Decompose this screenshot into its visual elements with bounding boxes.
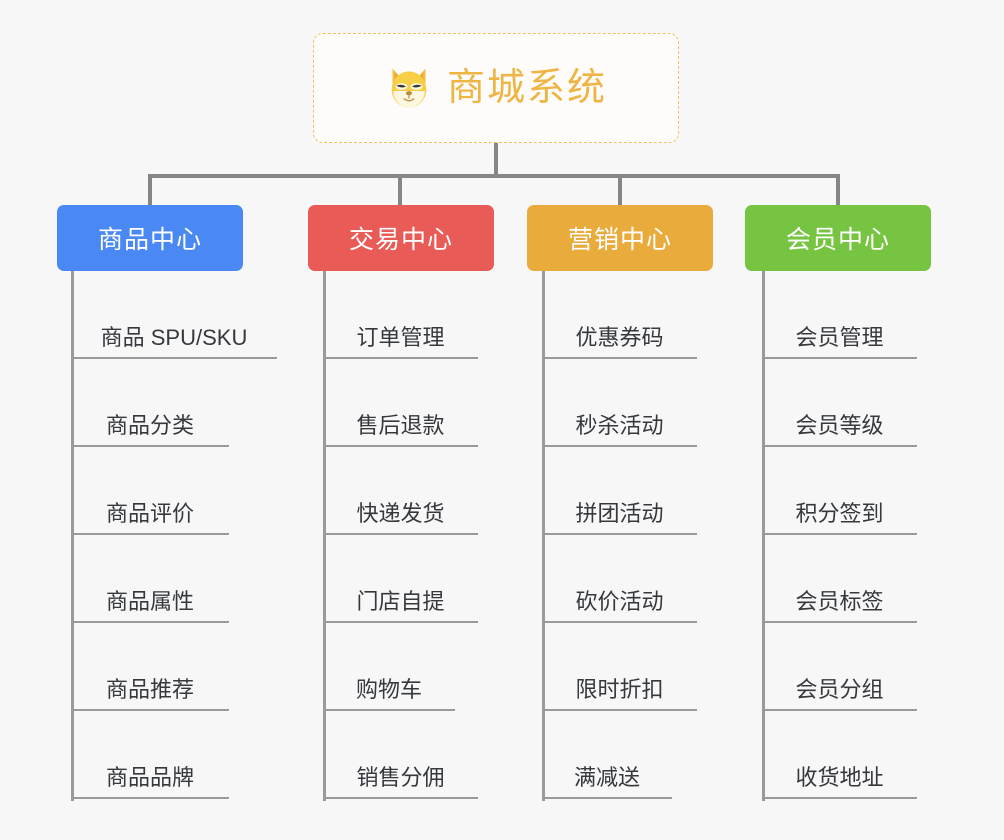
connector-drop-1 xyxy=(148,174,152,207)
leaf-item[interactable]: 售后退款 xyxy=(323,359,478,447)
leaf-item[interactable]: 收货地址 xyxy=(762,711,917,799)
leaf-item[interactable]: 销售分佣 xyxy=(323,711,478,799)
category-label-1: 商品中心 xyxy=(97,226,202,254)
leaf-item[interactable]: 砍价活动 xyxy=(542,535,697,623)
leaf-spine-1 xyxy=(71,271,74,801)
leaf-item[interactable]: 会员管理 xyxy=(762,271,917,359)
leaf-label: 会员管理 xyxy=(795,325,884,350)
leaf-item[interactable]: 会员等级 xyxy=(762,359,917,447)
root-node[interactable]: 商城系统 xyxy=(313,33,679,143)
connector-root-stem xyxy=(494,143,498,177)
leaf-spine-3 xyxy=(542,271,545,801)
leaf-label: 满减送 xyxy=(573,765,640,790)
leaf-label: 砍价活动 xyxy=(575,589,664,614)
leaf-item[interactable]: 会员标签 xyxy=(762,535,917,623)
leaf-label: 会员分组 xyxy=(795,677,884,702)
category-box-4[interactable]: 会员中心 xyxy=(745,205,931,271)
leaf-label: 商品品牌 xyxy=(105,765,194,790)
leaf-item[interactable]: 拼团活动 xyxy=(542,447,697,535)
leaf-label: 限时折扣 xyxy=(575,677,664,702)
leaf-item[interactable]: 优惠券码 xyxy=(542,271,697,359)
leaf-label: 商品 SPU/SKU xyxy=(100,325,248,350)
connector-drop-3 xyxy=(618,174,622,207)
leaf-item[interactable]: 积分签到 xyxy=(762,447,917,535)
category-box-2[interactable]: 交易中心 xyxy=(308,205,494,271)
leaf-label: 拼团活动 xyxy=(575,501,664,526)
leaf-label: 购物车 xyxy=(355,677,422,702)
connector-drop-2 xyxy=(398,174,402,207)
leaf-item[interactable]: 会员分组 xyxy=(762,623,917,711)
leaf-spine-4 xyxy=(762,271,765,801)
leaf-item[interactable]: 商品 SPU/SKU xyxy=(71,271,277,359)
category-box-1[interactable]: 商品中心 xyxy=(57,205,243,271)
leaf-label: 商品属性 xyxy=(105,589,194,614)
leaf-item[interactable]: 商品评价 xyxy=(71,447,229,535)
leaf-item[interactable]: 满减送 xyxy=(542,711,672,799)
category-label-2: 交易中心 xyxy=(348,226,453,254)
connector-horizontal-bus xyxy=(150,174,840,178)
leaf-label: 门店自提 xyxy=(356,589,445,614)
category-label-4: 会员中心 xyxy=(785,226,890,254)
leaf-item[interactable]: 门店自提 xyxy=(323,535,478,623)
leaf-label: 会员等级 xyxy=(795,413,884,438)
leaf-label: 销售分佣 xyxy=(356,765,445,790)
leaf-item[interactable]: 快递发货 xyxy=(323,447,478,535)
leaf-item[interactable]: 商品推荐 xyxy=(71,623,229,711)
leaf-item[interactable]: 商品品牌 xyxy=(71,711,229,799)
leaf-label: 订单管理 xyxy=(356,325,445,350)
leaf-label: 商品评价 xyxy=(105,501,194,526)
leaf-label: 商品分类 xyxy=(105,413,194,438)
leaf-label: 优惠券码 xyxy=(575,325,664,350)
leaf-label: 售后退款 xyxy=(356,413,445,438)
leaf-label: 会员标签 xyxy=(795,589,884,614)
leaf-label: 秒杀活动 xyxy=(575,413,664,438)
leaf-label: 商品推荐 xyxy=(105,677,194,702)
leaf-item[interactable]: 限时折扣 xyxy=(542,623,697,711)
leaf-item[interactable]: 购物车 xyxy=(323,623,455,711)
leaf-label: 积分签到 xyxy=(795,501,884,526)
leaf-item[interactable]: 秒杀活动 xyxy=(542,359,697,447)
leaf-label: 快递发货 xyxy=(356,501,445,526)
root-title: 商城系统 xyxy=(446,67,607,109)
leaf-item[interactable]: 商品属性 xyxy=(71,535,229,623)
category-label-3: 营销中心 xyxy=(567,226,672,254)
category-box-3[interactable]: 营销中心 xyxy=(527,205,713,271)
leaf-item[interactable]: 订单管理 xyxy=(323,271,478,359)
connector-drop-4 xyxy=(836,174,840,207)
leaf-item[interactable]: 商品分类 xyxy=(71,359,229,447)
shiba-dog-icon xyxy=(391,68,427,108)
leaf-spine-2 xyxy=(323,271,326,801)
leaf-label: 收货地址 xyxy=(795,765,884,790)
